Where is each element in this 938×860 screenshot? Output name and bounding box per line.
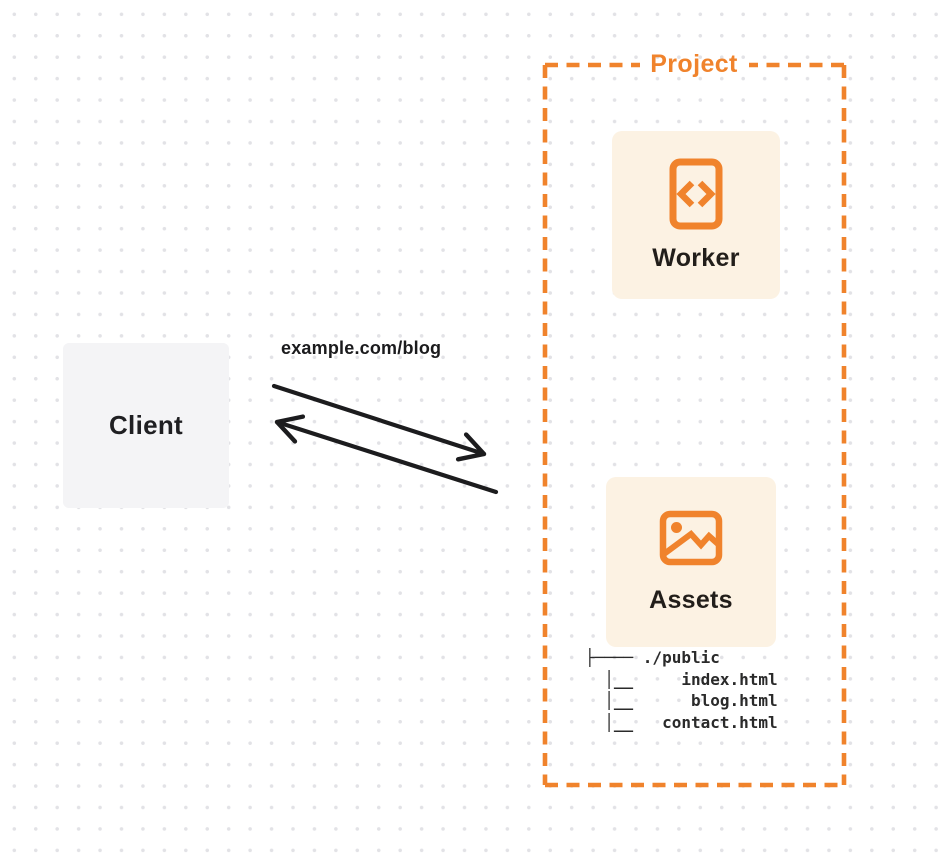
assets-node: Assets xyxy=(606,477,776,647)
assets-label: Assets xyxy=(649,585,733,614)
project-label: Project xyxy=(650,50,738,78)
response-arrow xyxy=(274,414,499,495)
worker-node: Worker xyxy=(612,131,780,299)
client-node: Client xyxy=(63,343,229,508)
worker-label: Worker xyxy=(652,243,740,272)
request-arrow xyxy=(271,383,487,462)
client-label: Client xyxy=(108,410,184,440)
request-response-arrows xyxy=(271,383,499,495)
image-icon xyxy=(659,510,723,565)
assets-file-tree: ├──── ./public │__ index.html │__ blog.h… xyxy=(585,648,778,732)
request-url-label: example.com/blog xyxy=(281,338,442,358)
code-icon xyxy=(669,158,723,229)
